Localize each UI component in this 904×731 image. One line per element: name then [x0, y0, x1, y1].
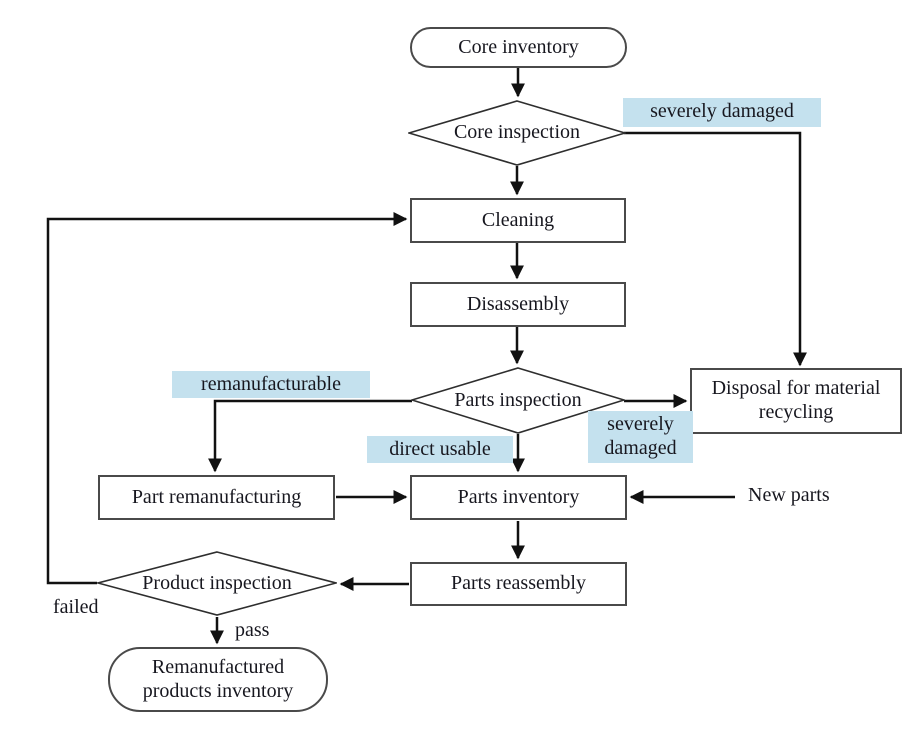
node-remanufactured-inventory-label: Remanufactured products inventory: [142, 655, 294, 702]
node-parts-inspection-label: Parts inspection: [454, 388, 582, 411]
edge-label-failed: failed: [53, 596, 99, 618]
edge-label-severely-damaged-top: severely damaged: [623, 98, 821, 127]
node-part-remanufacturing: Part remanufacturing: [98, 475, 335, 520]
node-parts-inventory: Parts inventory: [410, 475, 627, 520]
node-core-inspection-label: Core inspection: [453, 121, 581, 144]
node-disposal-label: Disposal for material recycling: [711, 377, 881, 423]
node-product-inspection-label: Product inspection: [142, 571, 292, 594]
decision-diamond-shape: [411, 367, 625, 434]
edge-label-severely-damaged-parts: severely damaged: [588, 411, 693, 463]
edge-label-direct-usable: direct usable: [367, 436, 513, 463]
node-part-remanufacturing-label: Part remanufacturing: [131, 485, 302, 508]
node-core-inspection: Core inspection: [408, 100, 626, 166]
node-cleaning: Cleaning: [410, 198, 626, 243]
node-cleaning-label: Cleaning: [481, 208, 555, 231]
edge-label-new-parts: New parts: [748, 484, 830, 506]
node-disassembly: Disassembly: [410, 282, 626, 327]
node-parts-inventory-label: Parts inventory: [457, 485, 580, 508]
node-disposal: Disposal for material recycling: [690, 368, 902, 434]
edge-coreinspection-disposal: [624, 131, 807, 367]
edge-partsinspection-partremanufacturing: [208, 399, 412, 473]
node-disassembly-label: Disassembly: [466, 292, 570, 315]
edge-label-remanufacturable: remanufacturable: [172, 371, 370, 398]
node-core-inventory: Core inventory: [410, 27, 627, 68]
node-parts-reassembly: Parts reassembly: [410, 562, 627, 606]
edge-productinspection-cleaning-failed: [46, 212, 408, 585]
node-product-inspection: Product inspection: [97, 551, 337, 616]
decision-diamond-shape: [408, 100, 626, 166]
edge-label-pass: pass: [235, 619, 270, 641]
node-parts-inspection: Parts inspection: [411, 367, 625, 434]
decision-diamond-shape: [97, 551, 337, 616]
node-core-inventory-label: Core inventory: [458, 35, 579, 58]
node-remanufactured-inventory: Remanufactured products inventory: [108, 647, 328, 712]
node-parts-reassembly-label: Parts reassembly: [451, 572, 586, 595]
